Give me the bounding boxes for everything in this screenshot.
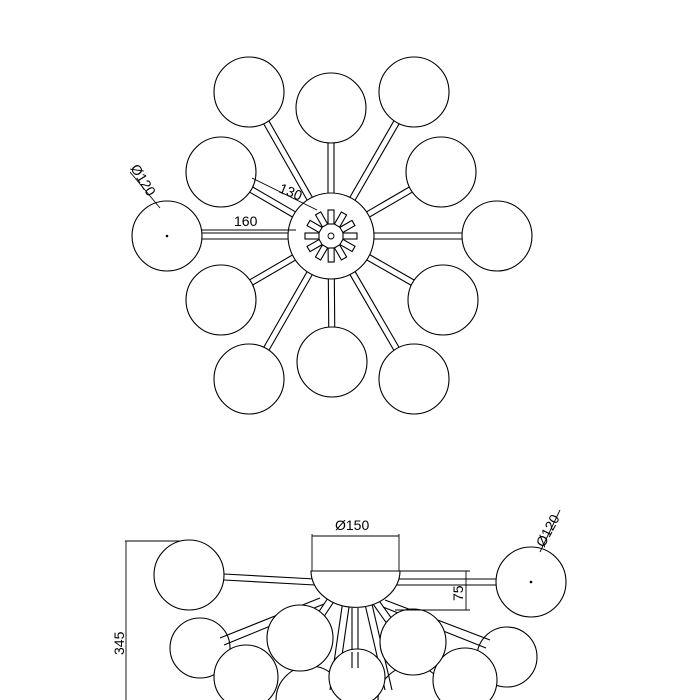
- side-globe: [379, 608, 447, 676]
- side-globe: [213, 644, 279, 700]
- top-arm: [268, 262, 320, 351]
- top-view: Ø120 160 130: [127, 56, 533, 415]
- top-arm-stub: [339, 219, 356, 234]
- top-arm: [347, 259, 400, 348]
- top-view-canopy: [287, 192, 375, 280]
- top-globe-dimension-line: [129, 171, 161, 209]
- top-arm-stub: [327, 209, 335, 225]
- side-canopy-diameter-label: Ø150: [335, 517, 369, 533]
- side-arm: [223, 579, 316, 586]
- top-globe: [185, 136, 257, 208]
- top-arm-stub: [342, 232, 358, 240]
- top-globe: [378, 343, 450, 415]
- top-arm: [342, 262, 395, 351]
- top-arm-stub: [339, 238, 356, 253]
- side-globe-dimension-line: [539, 509, 561, 553]
- top-arm-stub: [333, 244, 348, 261]
- top-arm-stub: [333, 211, 348, 228]
- side-globe: [432, 647, 498, 700]
- top-globe: [295, 72, 367, 144]
- side-drop-label: 75: [450, 585, 466, 601]
- top-arm-stub: [327, 247, 335, 263]
- top-arm-long-label: 160: [234, 213, 258, 229]
- top-globe: [296, 326, 368, 398]
- top-arm-stub: [306, 238, 323, 253]
- top-view-globes: [131, 56, 533, 415]
- left-globe-center-dot: [165, 234, 169, 238]
- top-arm: [342, 120, 395, 210]
- top-arm: [263, 259, 315, 348]
- right-globe-center-dot: [529, 580, 533, 584]
- top-view-arm-stubs: [304, 209, 358, 263]
- top-globe: [378, 56, 450, 128]
- top-arm-stub: [314, 244, 329, 261]
- side-globe: [266, 604, 334, 672]
- top-globe: [407, 264, 479, 336]
- side-globe: [169, 617, 231, 679]
- top-globe: [405, 136, 477, 208]
- top-globe: [213, 56, 285, 128]
- top-arm-stub: [306, 219, 323, 234]
- top-arm-stub: [304, 232, 320, 240]
- top-globe: [461, 200, 533, 272]
- top-arm: [263, 123, 315, 213]
- side-arm: [223, 573, 316, 580]
- top-arm-stub: [314, 211, 329, 228]
- side-globe-diameter-label: Ø120: [533, 511, 563, 549]
- side-view-canopy: [310, 570, 401, 608]
- top-view-arms: [202, 120, 462, 351]
- top-arm-short-dimension-line: [251, 177, 318, 211]
- top-globe-diameter-label: Ø120: [127, 161, 159, 199]
- side-view: 345 Ø15: [111, 509, 567, 700]
- top-globe: [185, 264, 257, 336]
- side-globe-left: [153, 539, 225, 611]
- top-arm: [347, 123, 400, 213]
- top-arm: [268, 120, 320, 210]
- top-globe: [213, 343, 285, 415]
- side-globe: [328, 648, 386, 700]
- side-height-label: 345: [111, 631, 127, 655]
- top-view-center-mark: [327, 232, 335, 240]
- top-arm-short-label: 130: [277, 180, 305, 204]
